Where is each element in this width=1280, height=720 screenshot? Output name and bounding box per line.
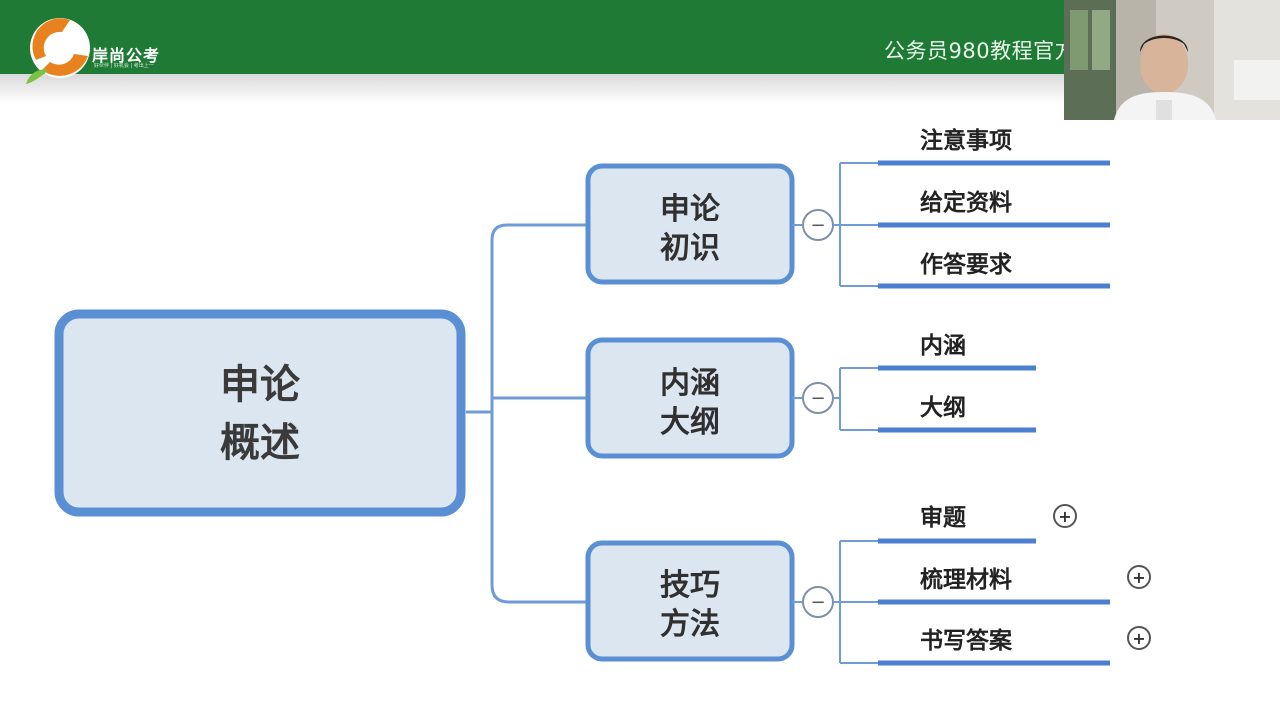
branch-node-line1: 申论 bbox=[660, 192, 721, 227]
branch-node-3[interactable]: 技巧 方法 bbox=[585, 540, 795, 662]
collapse-toggle[interactable]: − bbox=[802, 209, 834, 241]
expand-toggle-symbol: + bbox=[1132, 568, 1145, 587]
logo-emblem-icon bbox=[26, 18, 90, 84]
leaf-node-label[interactable]: 作答要求 bbox=[920, 251, 1012, 278]
collapse-toggle[interactable]: − bbox=[802, 586, 834, 618]
root-node-line2: 概述 bbox=[220, 420, 300, 466]
expand-toggle-symbol: + bbox=[1132, 629, 1145, 648]
leaf-connector bbox=[833, 162, 880, 287]
presenter-webcam bbox=[1064, 0, 1280, 120]
presenter-webcam-icon bbox=[1064, 0, 1280, 120]
branch-node-1[interactable]: 申论 初识 bbox=[585, 163, 795, 285]
branch-connector bbox=[490, 240, 586, 604]
root-node-line1: 申论 bbox=[220, 362, 301, 408]
plus-circle-icon[interactable] bbox=[1127, 626, 1151, 650]
logo-text: 岸尚公考 bbox=[92, 46, 161, 65]
leaf-node-label[interactable]: 给定资料 bbox=[920, 189, 1012, 216]
plus-circle-icon[interactable] bbox=[1127, 565, 1151, 589]
leaf-node-label[interactable]: 梳理材料 bbox=[920, 566, 1012, 593]
plus-circle-icon[interactable] bbox=[1053, 504, 1077, 528]
logo-tagline: 好伙伴 | 好机会 | 考出上一 bbox=[94, 63, 154, 69]
branch-node-line2: 初识 bbox=[660, 231, 720, 266]
leaf-node-label[interactable]: 审题 bbox=[920, 504, 966, 531]
expand-toggle[interactable]: + bbox=[1053, 504, 1077, 528]
collapse-toggle[interactable]: − bbox=[802, 382, 834, 414]
leaf-node-label[interactable]: 注意事项 bbox=[920, 127, 1012, 154]
leaf-node-label[interactable]: 内涵 bbox=[920, 333, 966, 359]
collapse-toggle-symbol: − bbox=[810, 592, 825, 613]
collapse-toggle-symbol: − bbox=[810, 388, 825, 409]
expand-toggle[interactable]: + bbox=[1127, 626, 1151, 650]
leaf-node-label[interactable]: 大纲 bbox=[920, 394, 966, 421]
branch-node-2[interactable]: 内涵 大纲 bbox=[585, 337, 795, 459]
branch-node-line1: 技巧 bbox=[660, 568, 720, 603]
leaf-connector bbox=[833, 367, 880, 431]
collapse-toggle-symbol: − bbox=[810, 215, 825, 236]
brand-logo: 岸尚公考 好伙伴 | 好机会 | 考出上一 bbox=[22, 10, 162, 90]
branch-connector bbox=[490, 223, 586, 241]
branch-node-line2: 方法 bbox=[660, 607, 720, 642]
root-node[interactable]: 申论 概述 bbox=[54, 309, 466, 517]
expand-toggle[interactable]: + bbox=[1127, 565, 1151, 589]
leaf-connector bbox=[833, 540, 880, 664]
leaf-node-label[interactable]: 书写答案 bbox=[920, 627, 1013, 654]
expand-toggle-symbol: + bbox=[1058, 507, 1071, 526]
branch-node-line1: 内涵 bbox=[660, 366, 720, 401]
branch-node-line2: 大纲 bbox=[660, 405, 720, 440]
